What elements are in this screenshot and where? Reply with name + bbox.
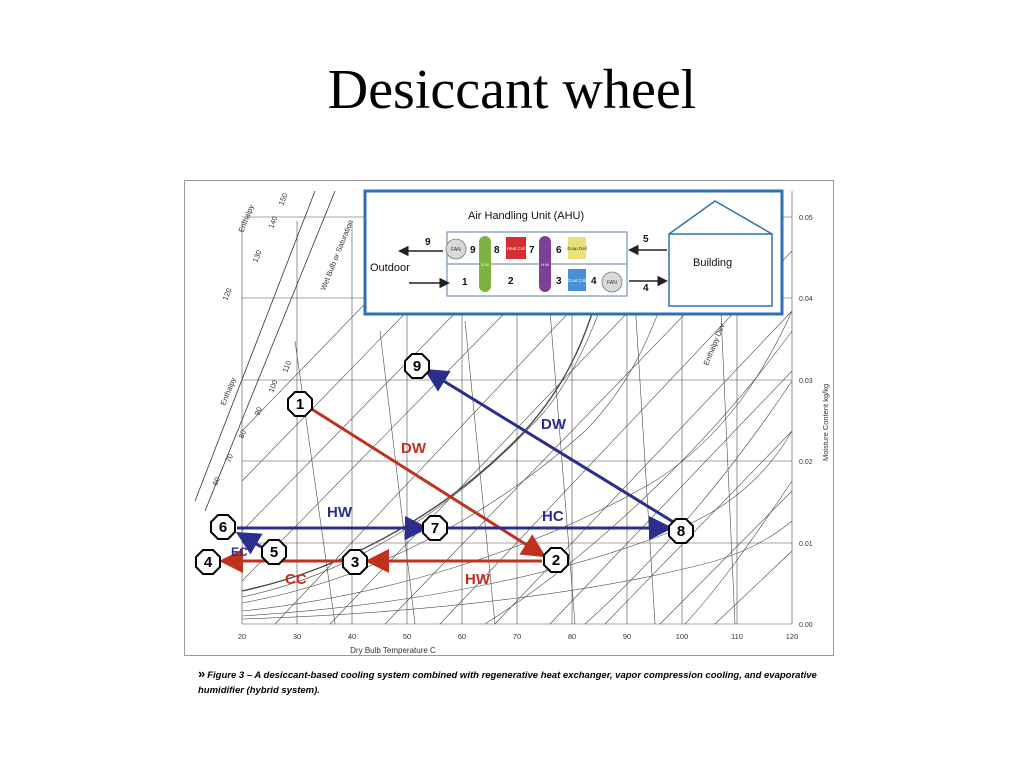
x-tick-40: 40	[348, 632, 356, 641]
enthalpy-tick-3: 120	[221, 287, 234, 302]
ahu-num-9-outer: 9	[425, 237, 431, 248]
caption-bullet: »	[198, 666, 206, 681]
state-label-1: 1	[296, 396, 304, 413]
process-label-hc-blue: HC	[542, 508, 564, 525]
x-tick-30: 30	[293, 632, 301, 641]
x-tick-110: 110	[731, 632, 743, 641]
ahu-num-2: 2	[508, 276, 514, 287]
heat-coil	[506, 237, 526, 259]
outdoor-label: Outdoor	[370, 262, 410, 274]
enthalpy-scale	[194, 190, 336, 512]
svg-text:D W: D W	[481, 262, 489, 267]
y-tick-0.03: 0.03	[799, 378, 813, 385]
slide-title: Desiccant wheel	[327, 59, 697, 121]
y-tick-0.04: 0.04	[799, 296, 813, 303]
state-marker-2: 2	[543, 547, 569, 573]
psychrometric-figure: Enthalpy Enthalpy Wet Bulb or Saturation…	[184, 180, 834, 656]
ahu-num-6: 6	[556, 245, 562, 256]
x-tick-100: 100	[676, 632, 689, 641]
y-tick-0.01: 0.01	[799, 541, 813, 548]
y-tick-0.02: 0.02	[799, 459, 813, 466]
psychrometric-chart: Enthalpy Enthalpy Wet Bulb or Saturation…	[194, 189, 830, 655]
x-axis: 20 30 40 50 60 70 80 90 100 110 120 Dry …	[238, 632, 798, 655]
building-icon	[668, 200, 773, 307]
state-label-7: 7	[431, 520, 439, 537]
state-label-5: 5	[270, 544, 278, 561]
process-label-ec-blue: EC	[231, 545, 248, 559]
svg-text:Evap Dell: Evap Dell	[567, 246, 586, 251]
x-tick-20: 20	[238, 632, 246, 641]
fan-bottom: FAN	[601, 271, 623, 293]
state-label-8: 8	[677, 523, 685, 540]
ahu-num-4-inner: 4	[591, 276, 597, 287]
state-label-3: 3	[351, 554, 359, 571]
enthalpy-tick-5: 100	[267, 379, 280, 394]
x-tick-90: 90	[623, 632, 631, 641]
ahu-num-9-inner: 9	[470, 245, 476, 256]
state-marker-4: 4	[195, 549, 221, 575]
state-label-4: 4	[204, 554, 213, 571]
ahu-title: Air Handling Unit (AHU)	[468, 210, 584, 222]
wet-bulb-label: Wet Bulb or Saturation	[319, 219, 356, 292]
ahu-inset: Air Handling Unit (AHU) FAN FAN D W H W …	[363, 189, 784, 316]
enthalpy-tick-4: 110	[281, 359, 294, 373]
svg-text:Cool Coil: Cool Coil	[568, 278, 586, 283]
y-tick-0.05: 0.05	[799, 215, 813, 222]
state-marker-8: 8	[668, 518, 694, 544]
state-marker-9: 9	[404, 353, 430, 379]
svg-text:FAN: FAN	[607, 280, 617, 286]
state-marker-5: 5	[261, 539, 287, 565]
svg-text:Heat Coil: Heat Coil	[507, 246, 526, 251]
x-tick-50: 50	[403, 632, 411, 641]
state-label-6: 6	[219, 519, 227, 536]
x-axis-label: Dry Bulb Temperature C	[350, 646, 436, 655]
process-label-dw-red: DW	[401, 440, 427, 457]
ahu-num-7: 7	[529, 245, 535, 256]
state-marker-1: 1	[287, 391, 313, 417]
process-label-cc-red: CC	[285, 571, 307, 588]
fan-top: FAN	[445, 238, 467, 260]
state-label-9: 9	[413, 358, 421, 375]
enthalpy-label-top: Enthalpy	[237, 203, 256, 234]
x-tick-60: 60	[458, 632, 466, 641]
building-label: Building	[693, 257, 732, 269]
svg-text:H W: H W	[541, 262, 549, 267]
ahu-num-5: 5	[643, 234, 649, 245]
ahu-num-8: 8	[494, 245, 500, 256]
enthalpy-tick-1: 140	[267, 215, 280, 230]
enthalpy-tick-9: 60	[211, 476, 222, 487]
x-tick-70: 70	[513, 632, 521, 641]
ahu-num-4-outer: 4	[643, 283, 649, 294]
state-marker-7: 7	[422, 515, 448, 541]
x-tick-80: 80	[568, 632, 576, 641]
process-line-dw-blue	[423, 368, 676, 525]
process-label-hw-blue: HW	[327, 504, 353, 521]
caption-text: Figure 3 – A desiccant-based cooling sys…	[198, 670, 817, 696]
heat-wheel	[539, 236, 551, 292]
enthalpy-tick-6: 90	[253, 406, 264, 417]
y-tick-0.00: 0.00	[799, 622, 813, 629]
enthalpy-tick-0: 150	[277, 192, 290, 207]
state-marker-3: 3	[342, 549, 368, 575]
desiccant-wheel	[479, 236, 491, 292]
enthalpy-tick-8: 70	[224, 453, 235, 464]
ahu-num-3: 3	[556, 276, 562, 287]
y-axis-label: Moisture Content kg/kg	[821, 384, 830, 461]
process-label-hw-red: HW	[465, 571, 491, 588]
evaporative-humidifier	[568, 237, 586, 259]
x-tick-120: 120	[786, 632, 799, 641]
y-axis: 0.00 0.01 0.02 0.03 0.04 0.05 Moisture C…	[799, 215, 830, 629]
enthalpy-tick-7: 80	[237, 429, 248, 440]
enthalpy-tick-2: 130	[251, 249, 264, 264]
figure-caption: »Figure 3 – A desiccant-based cooling sy…	[198, 666, 838, 698]
cool-coil	[568, 269, 586, 291]
process-line-dw-red	[309, 406, 547, 558]
ahu-num-1: 1	[462, 277, 468, 288]
enthalpy-label-left: Enthalpy	[219, 376, 238, 407]
process-label-dw-blue: DW	[541, 416, 567, 433]
state-label-2: 2	[552, 552, 560, 569]
svg-text:FAN: FAN	[451, 247, 461, 253]
state-marker-6: 6	[210, 514, 236, 540]
